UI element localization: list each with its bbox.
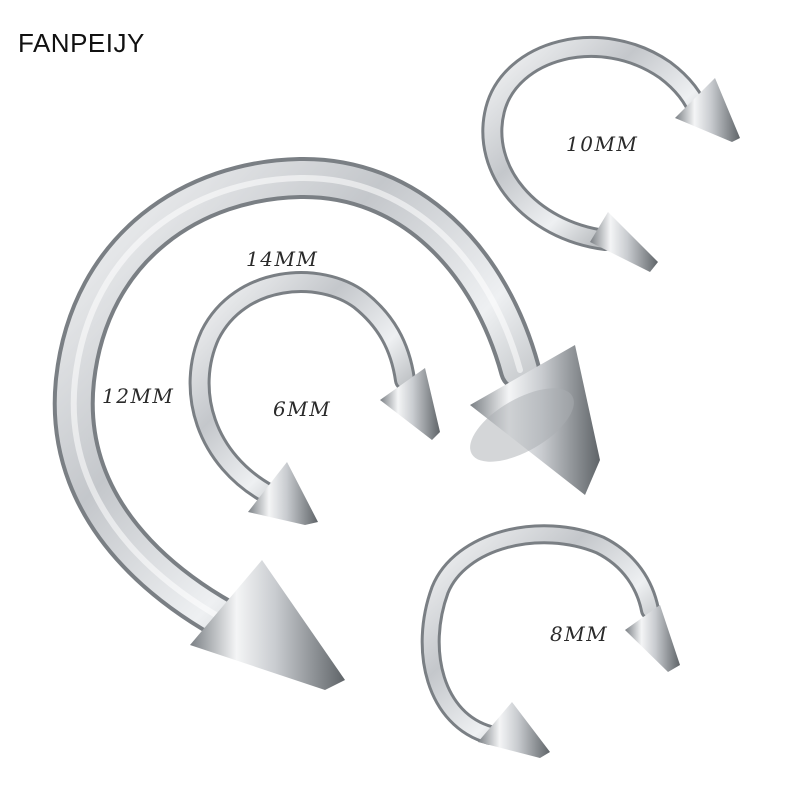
- horseshoe-10mm: [481, 36, 740, 272]
- spike-cone: [478, 702, 550, 758]
- spike-cone: [625, 605, 680, 672]
- spike-cone: [248, 462, 318, 525]
- size-label-12mm: 12MM: [102, 384, 175, 408]
- size-label-8mm: 8MM: [550, 622, 609, 646]
- horseshoe-8mm: [420, 524, 680, 758]
- spike-cone: [675, 78, 740, 142]
- spike-cone: [190, 560, 345, 690]
- spike-cone: [380, 368, 440, 440]
- horseshoe-large: [52, 156, 600, 690]
- size-label-6mm: 6MM: [273, 397, 332, 421]
- horseshoe-6mm: [188, 271, 440, 525]
- spike-cone: [590, 212, 658, 272]
- size-label-10mm: 10MM: [566, 132, 639, 156]
- brand-logo: FANPEIJY: [18, 28, 145, 58]
- size-label-14mm: 14MM: [246, 247, 319, 271]
